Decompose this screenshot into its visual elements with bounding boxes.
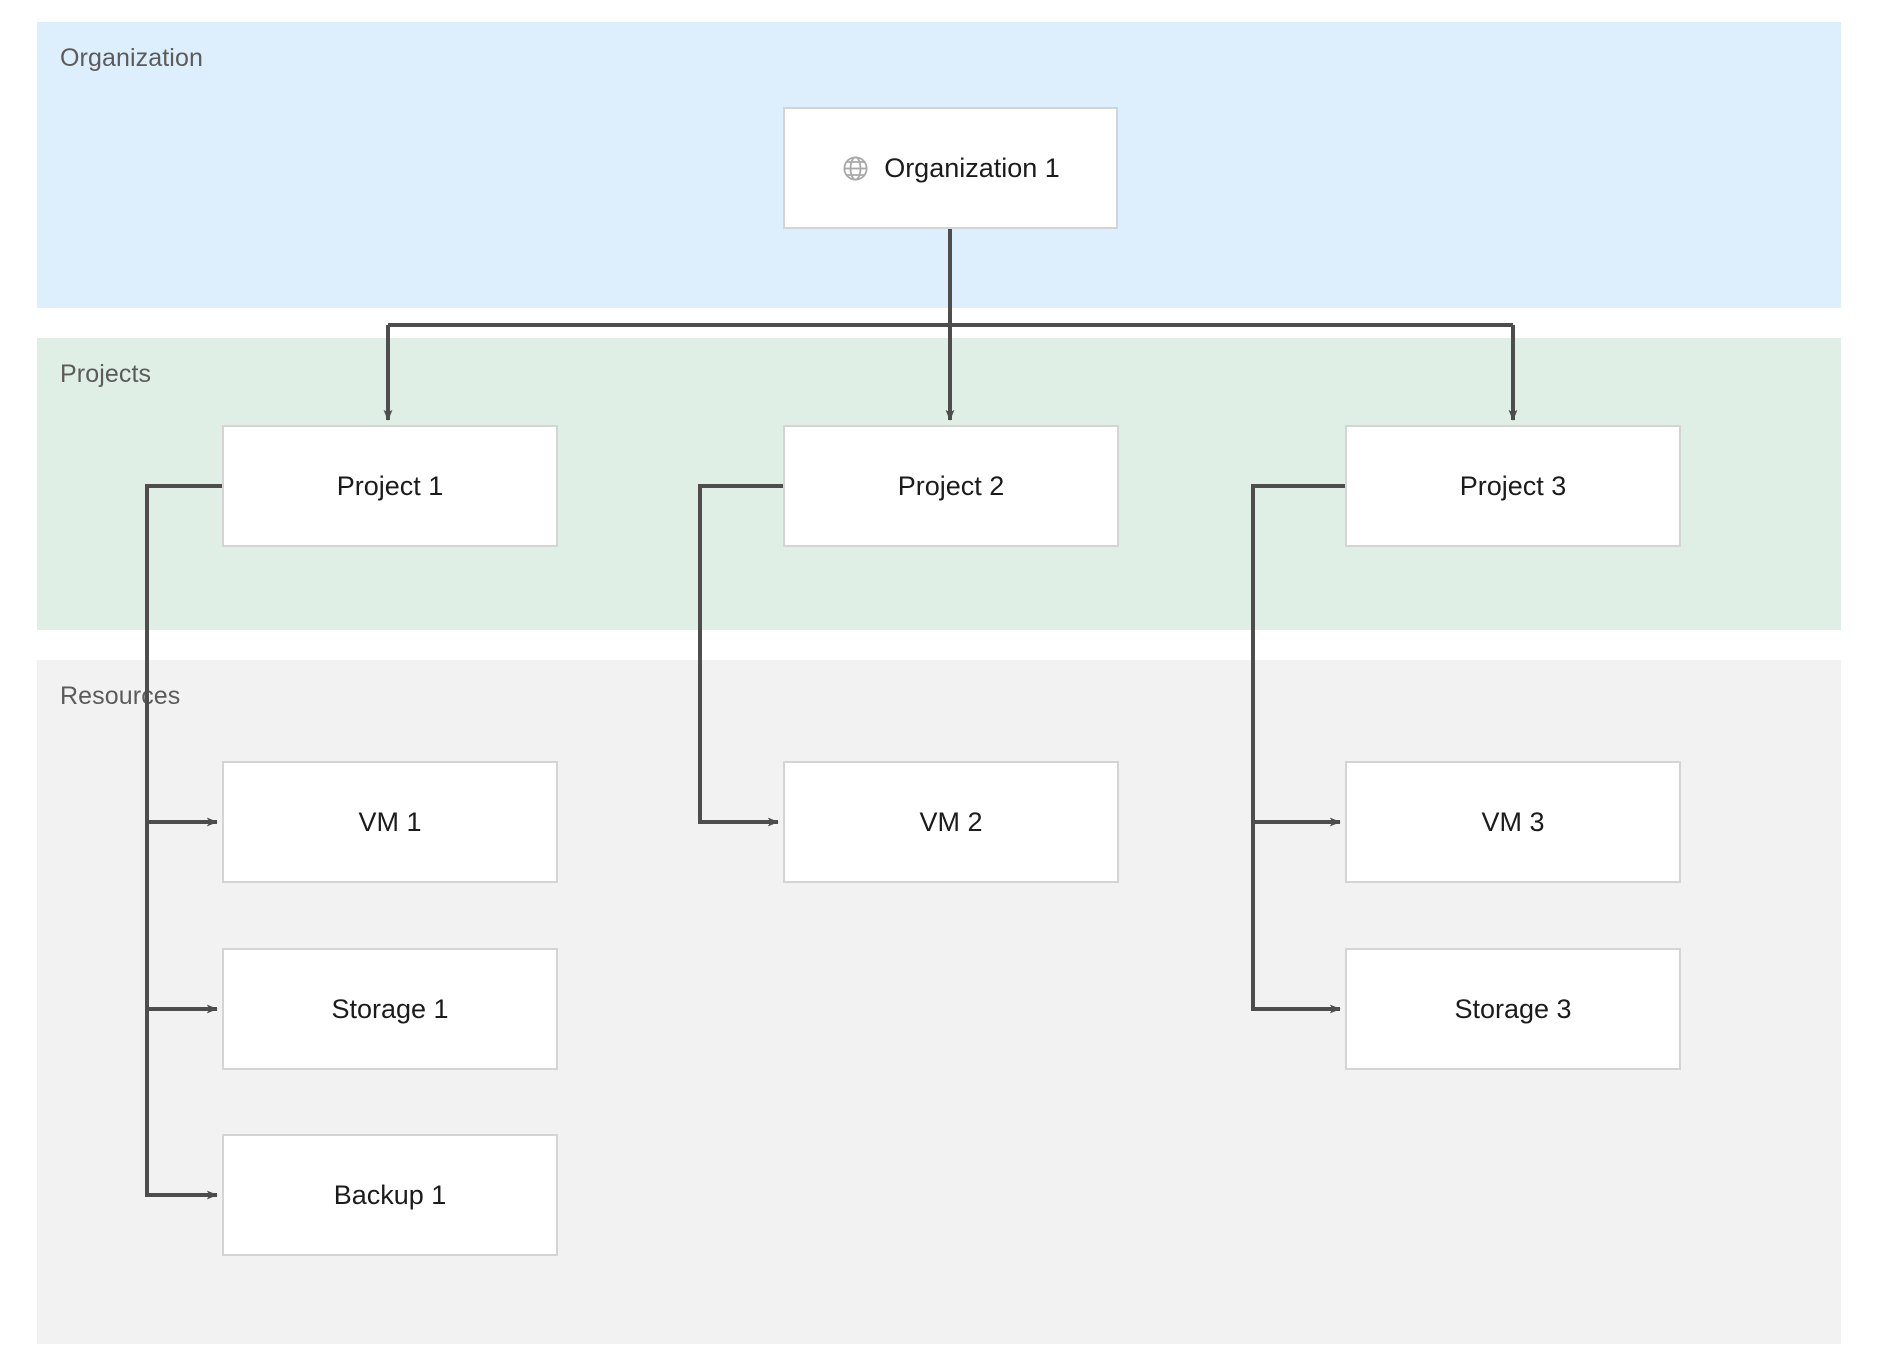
node-label-vm-1: VM 1 <box>358 806 422 837</box>
swimlane-label-organization: Organization <box>60 44 203 72</box>
node-project-1[interactable]: Project 1 <box>222 425 558 547</box>
node-label-project-1: Project 1 <box>336 470 444 501</box>
node-storage-3[interactable]: Storage 3 <box>1345 948 1681 1070</box>
node-storage-1[interactable]: Storage 1 <box>222 948 558 1070</box>
node-vm-2[interactable]: VM 2 <box>783 761 1119 883</box>
swimlane-label-projects: Projects <box>60 360 152 388</box>
node-vm-1[interactable]: VM 1 <box>222 761 558 883</box>
node-backup-1[interactable]: Backup 1 <box>222 1134 558 1256</box>
node-label-vm-2: VM 2 <box>919 806 983 837</box>
swimlane-label-resources: Resources <box>60 682 181 710</box>
node-project-3[interactable]: Project 3 <box>1345 425 1681 547</box>
node-label-vm-3: VM 3 <box>1481 806 1545 837</box>
node-label-storage-3: Storage 3 <box>1454 993 1572 1024</box>
node-label-backup-1: Backup 1 <box>333 1179 447 1210</box>
node-vm-3[interactable]: VM 3 <box>1345 761 1681 883</box>
node-organization-1[interactable]: Organization 1 <box>783 107 1118 229</box>
globe-icon <box>841 154 870 183</box>
node-project-2[interactable]: Project 2 <box>783 425 1119 547</box>
node-label-storage-1: Storage 1 <box>331 993 449 1024</box>
node-label-project-3: Project 3 <box>1459 470 1567 501</box>
node-label-organization-1: Organization 1 <box>884 152 1060 183</box>
node-label-project-2: Project 2 <box>897 470 1005 501</box>
